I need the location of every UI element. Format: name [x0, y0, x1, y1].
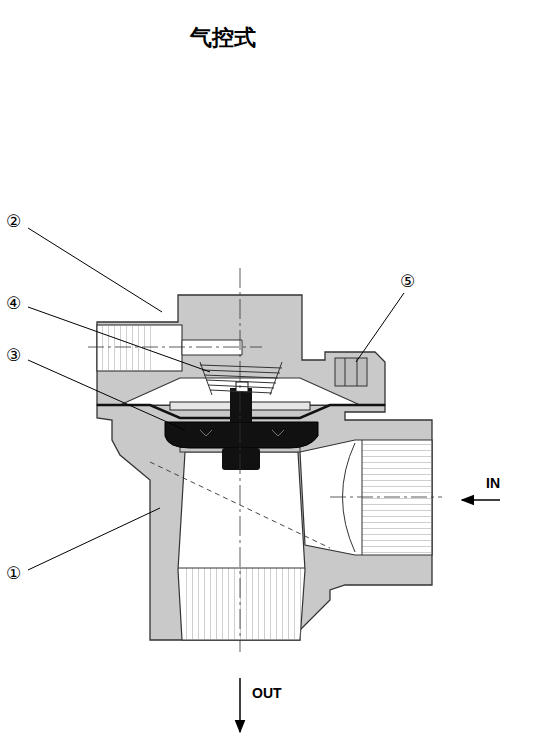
leader-lines [28, 228, 404, 570]
screw [335, 358, 367, 386]
valve-disc [165, 422, 318, 448]
flow-label: IN [486, 476, 500, 491]
title: 气控式 [190, 26, 256, 50]
inflow-arrow [462, 499, 500, 501]
inlet-bore [300, 440, 432, 555]
callout-number: ① [6, 564, 21, 583]
callout-number: ⑤ [400, 272, 415, 291]
spring [200, 362, 282, 395]
valve-body [97, 405, 432, 640]
flow-label: OUT [252, 686, 282, 701]
pilot-port [97, 325, 182, 371]
callout-number: ② [6, 212, 21, 231]
valve-cover [97, 295, 385, 405]
inlet-thread [362, 440, 432, 555]
outlet-thread [182, 568, 302, 640]
outlet-bore [178, 452, 305, 640]
outflow-arrow [239, 678, 241, 732]
callout-number: ③ [6, 346, 21, 365]
callout-number: ④ [6, 294, 21, 313]
